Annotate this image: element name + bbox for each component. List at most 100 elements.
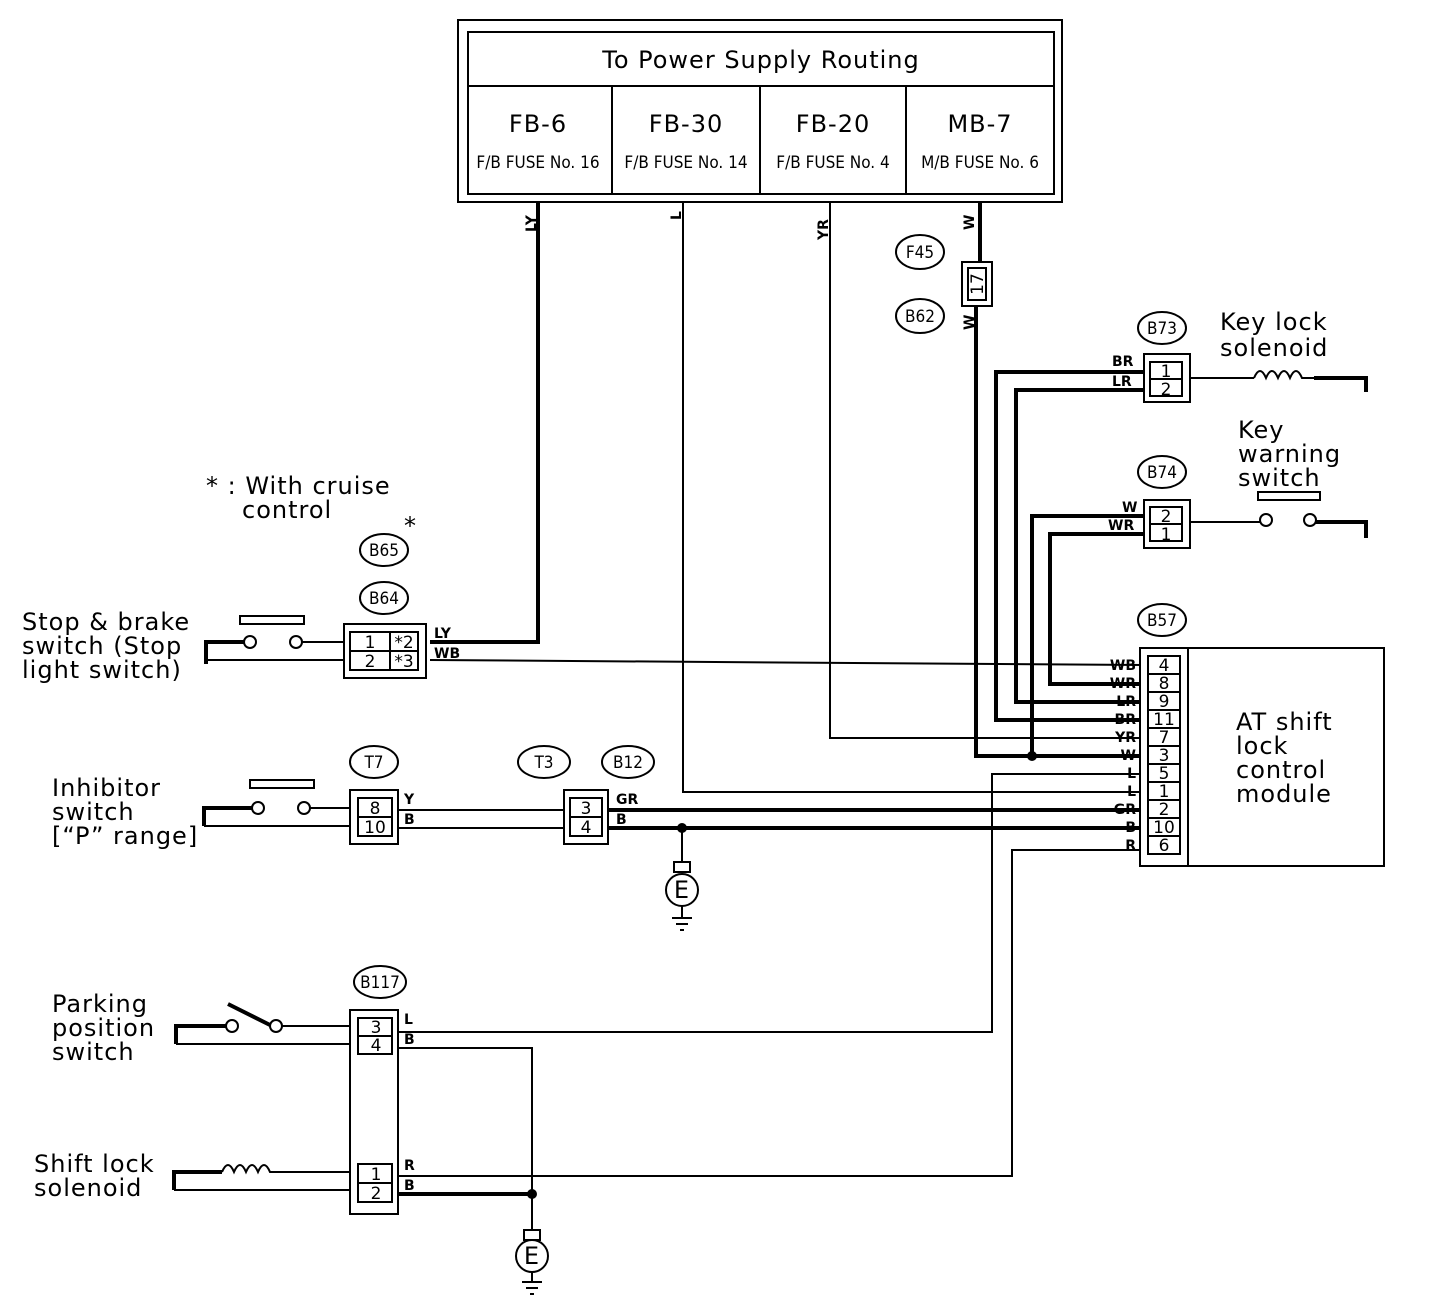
- shift-lock-coil-icon: [172, 1164, 350, 1191]
- wire-label-br: BR: [1112, 354, 1134, 370]
- wire-label-b2-b117: B: [404, 1178, 415, 1194]
- junction-dot: [677, 823, 687, 833]
- b57-pin-number: 8: [1159, 674, 1170, 694]
- inhibitor-label-3: [“P” range]: [52, 822, 198, 850]
- connector-t7: T7 8 10: [349, 745, 399, 845]
- connector-label-t3: T3: [533, 753, 553, 773]
- wire-label-lr: LR: [1112, 374, 1132, 390]
- b57-pin-number: 5: [1159, 764, 1170, 784]
- at-module-label-4: module: [1236, 780, 1332, 808]
- pin-b64-1: 1: [365, 633, 376, 653]
- b57-wire-color: YR: [1114, 730, 1136, 746]
- fuse-id-fb6: FB-6: [509, 110, 567, 138]
- connector-label-b117: B117: [360, 973, 400, 993]
- fuse-desc-fb6: F/B FUSE No. 16: [476, 153, 599, 173]
- key-warning-switch-label-1: Key: [1238, 416, 1285, 444]
- wire-l-fb30: [682, 202, 1144, 793]
- pin-b12-4: 4: [581, 818, 592, 838]
- wire-b117-b: [398, 1047, 533, 1232]
- ground-label-lower: E: [524, 1242, 540, 1270]
- parking-label-1: Parking: [52, 990, 148, 1018]
- b57-pin-number: 4: [1159, 656, 1170, 676]
- stop-brake-label-2: switch (Stop: [22, 632, 182, 660]
- junction-dot: [1027, 751, 1037, 761]
- wire-br: [994, 370, 1144, 722]
- pin-b64-star3: *3: [394, 652, 413, 672]
- shift-lock-label-2: solenoid: [34, 1174, 142, 1202]
- pin-17: 17: [968, 273, 988, 295]
- fuse-desc-fb20: F/B FUSE No. 4: [776, 153, 889, 173]
- connector-b117: B117 3 4 1 2: [349, 965, 407, 1215]
- wires: [398, 202, 1368, 1232]
- connector-label-b74: B74: [1147, 463, 1177, 483]
- ground-label-upper: E: [674, 876, 690, 904]
- wire-label-l: L: [669, 211, 685, 220]
- wire-switch-out: [1314, 520, 1368, 538]
- wire-label-w: W: [962, 215, 978, 230]
- fuse-id-fb20: FB-20: [796, 110, 870, 138]
- wire-label-gr-b12: GR: [616, 792, 638, 808]
- connector-b74: B74 2 1: [1137, 455, 1191, 549]
- b57-pin-number: 7: [1159, 728, 1170, 748]
- wire-label-w-b74: W: [1122, 500, 1137, 516]
- wire-wb: [429, 659, 1145, 666]
- wire-labels: LY L YR W W BR LR W WR LY WB Y B GR B L …: [403, 211, 1137, 1194]
- b57-wire-color: R: [1125, 838, 1136, 854]
- pin-b64-star2: *2: [394, 633, 413, 653]
- b57-pin-number: 1: [1159, 782, 1170, 802]
- connector-label-f45: F45: [906, 243, 934, 263]
- b57-wire-color: L: [1127, 784, 1136, 800]
- wire-label-b-t7: B: [404, 812, 415, 828]
- inhibitor-label-1: Inhibitor: [52, 774, 161, 802]
- b57-wire-color: WB: [1110, 658, 1136, 674]
- wire-label-b-b12: B: [616, 812, 627, 828]
- wire-label-ly: LY: [524, 214, 540, 232]
- pin-t7-10: 10: [364, 818, 386, 838]
- connector-label-b12: B12: [613, 753, 643, 773]
- pin-t7-8: 8: [370, 799, 381, 819]
- wire-wr: [1048, 532, 1144, 686]
- wire-label-y-t7: Y: [403, 792, 415, 808]
- fuse-desc-fb30: F/B FUSE No. 14: [624, 153, 747, 173]
- pin-b117-1: 1: [371, 1165, 382, 1185]
- b57-wire-color: GR: [1114, 802, 1136, 818]
- inhibitor-switch-icon: [202, 779, 350, 827]
- key-warning-switch-icon: [1257, 491, 1321, 527]
- wire-label-l-b117: L: [404, 1012, 413, 1028]
- connector-label-b73: B73: [1147, 319, 1177, 339]
- wire-label-b-b117: B: [404, 1032, 415, 1048]
- pin-b64-2: 2: [365, 652, 376, 672]
- pin-b74-1: 1: [1161, 525, 1172, 545]
- b57-wire-color: BR: [1115, 712, 1137, 728]
- b57-pin-number: 11: [1153, 710, 1175, 730]
- b57-wire-color: W: [1121, 748, 1136, 764]
- b57-pin-number: 10: [1153, 818, 1175, 838]
- b65-star: *: [404, 512, 417, 540]
- key-lock-solenoid-label-2: solenoid: [1220, 334, 1328, 362]
- parking-label-2: position: [52, 1014, 155, 1042]
- wire-yr: [829, 202, 1144, 739]
- key-warning-switch-label-2: warning: [1238, 440, 1341, 468]
- b57-pin-number: 2: [1159, 800, 1170, 820]
- connector-label-b62: B62: [905, 307, 935, 327]
- stop-brake-label-1: Stop & brake: [22, 608, 190, 636]
- fuse-desc-mb7: M/B FUSE No. 6: [921, 153, 1039, 173]
- wire-ly: [430, 202, 540, 644]
- wire-label-ly-b64: LY: [434, 626, 452, 642]
- stop-brake-switch-icon: [204, 615, 344, 664]
- inhibitor-label-2: switch: [52, 798, 135, 826]
- b57-wire-color: B: [1125, 820, 1136, 836]
- shift-lock-label-1: Shift lock: [34, 1150, 155, 1178]
- coil-icon: [1253, 370, 1314, 381]
- stop-brake-label-3: light switch): [22, 656, 182, 684]
- power-supply-title: To Power Supply Routing: [601, 46, 920, 74]
- wire-label-wb-b64: WB: [434, 646, 460, 662]
- ground-icon: E: [665, 861, 699, 931]
- pin-b73-1: 1: [1161, 362, 1172, 382]
- parking-switch-icon: [174, 1002, 350, 1045]
- connector-b12: B12 3 4: [563, 745, 655, 845]
- cruise-note-line2: control: [242, 496, 332, 524]
- b57-wire-color: LR: [1116, 694, 1136, 710]
- parking-label-3: switch: [52, 1038, 135, 1066]
